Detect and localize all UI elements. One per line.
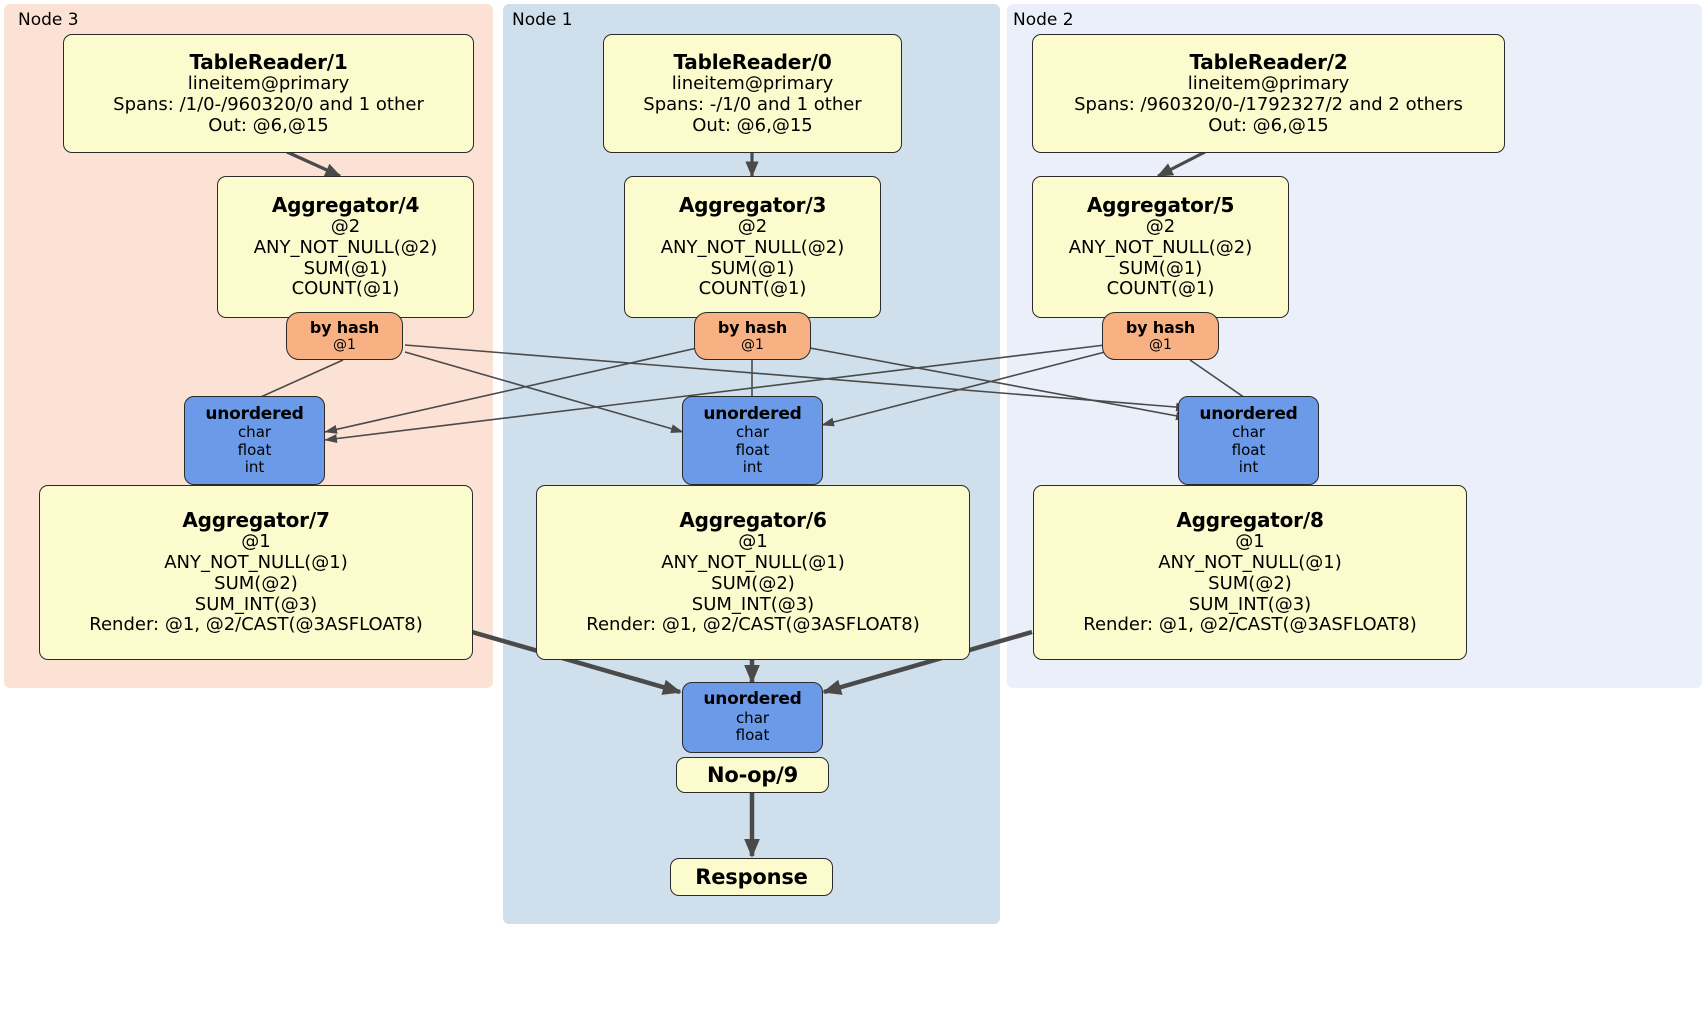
processor-line: Spans: -/1/0 and 1 other	[643, 93, 862, 115]
synchronizer-line: float	[735, 440, 770, 459]
cluster-node3-label: Node 3	[18, 10, 79, 30]
processor-aggregator-3[interactable]: Aggregator/3 @2 ANY_NOT_NULL(@2) SUM(@1)…	[624, 176, 881, 318]
processor-line: @1	[1235, 530, 1265, 552]
processor-line: COUNT(@1)	[698, 278, 807, 300]
synchronizer-title: unordered	[703, 689, 802, 710]
router-title: by hash	[309, 317, 380, 337]
router-line: @1	[1149, 337, 1172, 354]
processor-tablereader-1[interactable]: TableReader/1 lineitem@primary Spans: /1…	[63, 34, 474, 153]
processor-line: @1	[241, 530, 271, 552]
synchronizer-title: unordered	[703, 403, 802, 424]
router-by-hash-node2[interactable]: by hash @1	[1102, 312, 1219, 360]
processor-title: TableReader/1	[189, 49, 348, 74]
processor-line: SUM_INT(@3)	[194, 593, 318, 615]
synchronizer-line: float	[1231, 440, 1266, 459]
processor-title: Response	[695, 864, 808, 889]
processor-line: @2	[737, 215, 768, 237]
processor-response[interactable]: Response	[670, 858, 833, 896]
router-by-hash-node3[interactable]: by hash @1	[286, 312, 403, 360]
processor-line: SUM_INT(@3)	[691, 593, 815, 615]
synchronizer-line: int	[742, 458, 763, 477]
processor-line: Render: @1, @2/CAST(@3ASFLOAT8)	[1083, 614, 1417, 636]
processor-noop-9[interactable]: No-op/9	[676, 757, 829, 793]
processor-title: Aggregator/5	[1086, 192, 1235, 217]
synchronizer-unordered-node3[interactable]: unordered char float int	[184, 396, 325, 485]
processor-tablereader-2[interactable]: TableReader/2 lineitem@primary Spans: /9…	[1032, 34, 1505, 153]
router-line: @1	[333, 337, 356, 354]
processor-line: Spans: /1/0-/960320/0 and 1 other	[113, 93, 424, 115]
processor-title: Aggregator/7	[182, 507, 330, 532]
synchronizer-unordered-final[interactable]: unordered char float	[682, 682, 823, 753]
processor-line: SUM(@1)	[303, 257, 388, 279]
processor-aggregator-6[interactable]: Aggregator/6 @1 ANY_NOT_NULL(@1) SUM(@2)…	[536, 485, 970, 660]
processor-tablereader-0[interactable]: TableReader/0 lineitem@primary Spans: -/…	[603, 34, 902, 153]
processor-line: SUM(@2)	[214, 572, 298, 594]
processor-line: ANY_NOT_NULL(@2)	[660, 236, 845, 258]
synchronizer-line: char	[237, 423, 272, 442]
processor-title: No-op/9	[706, 762, 799, 787]
processor-line: SUM(@1)	[710, 257, 795, 279]
cluster-node1-label: Node 1	[512, 10, 573, 30]
processor-title: Aggregator/8	[1176, 507, 1324, 532]
processor-title: Aggregator/4	[271, 192, 420, 217]
processor-line: ANY_NOT_NULL(@1)	[661, 551, 845, 573]
processor-line: @2	[1145, 215, 1176, 237]
processor-title: Aggregator/3	[678, 192, 827, 217]
synchronizer-line: float	[237, 440, 272, 459]
processor-line: COUNT(@1)	[1106, 278, 1215, 300]
processor-aggregator-5[interactable]: Aggregator/5 @2 ANY_NOT_NULL(@2) SUM(@1)…	[1032, 176, 1289, 318]
processor-title: TableReader/0	[673, 49, 832, 74]
synchronizer-unordered-node1[interactable]: unordered char float int	[682, 396, 823, 485]
synchronizer-line: float	[735, 726, 770, 745]
processor-line: ANY_NOT_NULL(@1)	[1158, 551, 1342, 573]
router-title: by hash	[1125, 317, 1196, 337]
processor-line: Out: @6,@15	[1208, 114, 1329, 136]
processor-line: SUM(@1)	[1118, 257, 1203, 279]
processor-line: ANY_NOT_NULL(@1)	[164, 551, 348, 573]
router-title: by hash	[717, 317, 788, 337]
processor-line: SUM(@2)	[1208, 572, 1292, 594]
processor-title: TableReader/2	[1189, 49, 1348, 74]
processor-line: COUNT(@1)	[291, 278, 400, 300]
processor-line: @1	[738, 530, 768, 552]
processor-line: ANY_NOT_NULL(@2)	[253, 236, 438, 258]
processor-aggregator-7[interactable]: Aggregator/7 @1 ANY_NOT_NULL(@1) SUM(@2)…	[39, 485, 473, 660]
synchronizer-line: int	[1238, 458, 1259, 477]
processor-line: Out: @6,@15	[208, 114, 329, 136]
processor-line: lineitem@primary	[187, 72, 350, 94]
synchronizer-title: unordered	[1199, 403, 1298, 424]
synchronizer-line: char	[1231, 423, 1266, 442]
processor-line: Render: @1, @2/CAST(@3ASFLOAT8)	[586, 614, 920, 636]
router-by-hash-node1[interactable]: by hash @1	[694, 312, 811, 360]
processor-line: lineitem@primary	[671, 72, 834, 94]
processor-line: SUM_INT(@3)	[1188, 593, 1312, 615]
synchronizer-unordered-node2[interactable]: unordered char float int	[1178, 396, 1319, 485]
synchronizer-line: char	[735, 708, 770, 727]
processor-title: Aggregator/6	[679, 507, 827, 532]
synchronizer-title: unordered	[205, 403, 304, 424]
processor-line: lineitem@primary	[1187, 72, 1350, 94]
processor-aggregator-8[interactable]: Aggregator/8 @1 ANY_NOT_NULL(@1) SUM(@2)…	[1033, 485, 1467, 660]
synchronizer-line: char	[735, 423, 770, 442]
processor-line: SUM(@2)	[711, 572, 795, 594]
processor-line: ANY_NOT_NULL(@2)	[1068, 236, 1253, 258]
cluster-node2-label: Node 2	[1013, 10, 1074, 30]
processor-line: Out: @6,@15	[692, 114, 813, 136]
processor-line: Spans: /960320/0-/1792327/2 and 2 others	[1074, 93, 1463, 115]
processor-line: Render: @1, @2/CAST(@3ASFLOAT8)	[89, 614, 423, 636]
synchronizer-line: int	[244, 458, 265, 477]
processor-line: @2	[330, 215, 361, 237]
processor-aggregator-4[interactable]: Aggregator/4 @2 ANY_NOT_NULL(@2) SUM(@1)…	[217, 176, 474, 318]
router-line: @1	[741, 337, 764, 354]
